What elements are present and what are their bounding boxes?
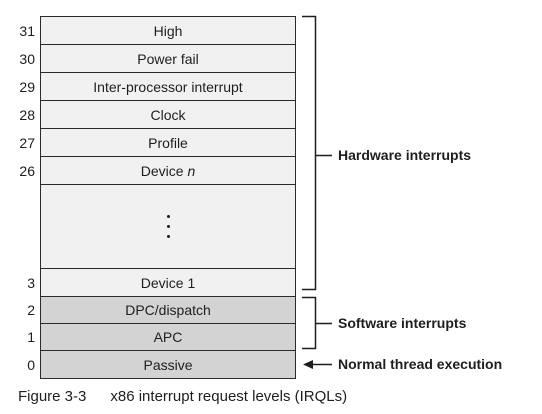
left-arrow-icon bbox=[303, 360, 332, 369]
irql-level-label: Device n bbox=[141, 163, 195, 179]
irql-row-26: 26 Device n bbox=[19, 157, 295, 185]
irql-row-29: 29 Inter-processor interrupt bbox=[19, 73, 295, 101]
irql-levels-gap bbox=[41, 185, 295, 269]
vertical-ellipsis-icon bbox=[166, 215, 170, 238]
hardware-interrupts-label: Hardware interrupts bbox=[338, 147, 472, 163]
irql-level-number: 26 bbox=[19, 162, 35, 179]
irql-row-0: 0 Passive bbox=[27, 351, 295, 378]
irql-stack: 31 High 30 Power fail 29 Inter-processor… bbox=[19, 16, 296, 379]
hardware-interrupts-bracket bbox=[302, 15, 317, 291]
figure-caption: Figure 3-3 x86 interrupt request levels … bbox=[18, 388, 347, 406]
irql-level-label: DPC/dispatch bbox=[125, 302, 211, 318]
irql-row-3: 3 Device 1 bbox=[27, 269, 295, 297]
irql-level-number: 30 bbox=[19, 50, 35, 67]
irql-level-number: 27 bbox=[19, 134, 35, 151]
irql-level-label: Clock bbox=[150, 106, 186, 123]
irql-level-number: 3 bbox=[27, 274, 35, 291]
irql-level-number: 1 bbox=[27, 329, 35, 345]
irql-row-28: 28 Clock bbox=[19, 101, 295, 129]
irql-level-label: Inter-processor interrupt bbox=[93, 78, 243, 95]
normal-thread-execution-label: Normal thread execution bbox=[338, 356, 503, 372]
irql-level-label: Profile bbox=[148, 134, 188, 151]
irql-level-number: 29 bbox=[19, 78, 35, 95]
irql-level-label-text: Device bbox=[140, 162, 184, 179]
irql-level-label: High bbox=[153, 22, 183, 39]
irql-level-label: APC bbox=[153, 329, 183, 345]
software-interrupts-label: Software interrupts bbox=[338, 315, 467, 331]
software-interrupts-bracket bbox=[302, 296, 317, 350]
irql-level-number: 0 bbox=[27, 356, 35, 373]
irql-level-label-variable: n bbox=[187, 162, 196, 179]
irql-level-number: 2 bbox=[27, 302, 35, 318]
irql-level-label: Passive bbox=[143, 356, 193, 373]
irql-row-27: 27 Profile bbox=[19, 129, 295, 157]
irql-row-2: 2 DPC/dispatch bbox=[27, 297, 295, 324]
irql-level-label: Device 1 bbox=[140, 274, 196, 291]
irql-row-30: 30 Power fail bbox=[19, 45, 295, 73]
irql-row-1: 1 APC bbox=[27, 324, 295, 351]
figure-number: Figure 3-3 bbox=[18, 388, 87, 405]
irql-row-31: 31 High bbox=[19, 17, 295, 45]
irql-level-label: Power fail bbox=[137, 50, 199, 67]
irql-level-number: 28 bbox=[19, 106, 35, 123]
irql-level-number: 31 bbox=[19, 22, 35, 39]
figure-title: x86 interrupt request levels (IRQLs) bbox=[110, 388, 348, 405]
